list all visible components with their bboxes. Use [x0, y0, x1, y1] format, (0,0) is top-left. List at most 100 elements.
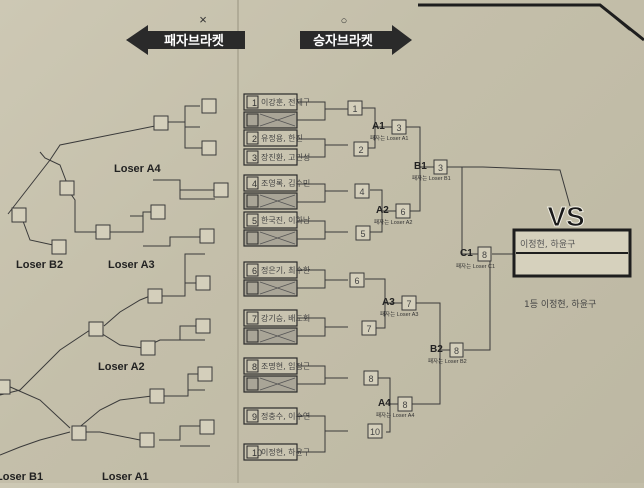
loser-slot	[195, 318, 211, 334]
entry-seed-box	[246, 213, 259, 227]
winner-r3-id: B1	[414, 161, 427, 172]
entry-row	[243, 375, 298, 393]
loser-slot	[153, 115, 169, 131]
winner-r2-id: A3	[382, 297, 395, 308]
winner-r1-value: 7	[366, 324, 371, 334]
entry-names: 강기승, 배도회	[261, 313, 310, 323]
winner-r1-slot: 2	[353, 141, 369, 157]
loser-bracket-boxes	[0, 98, 229, 448]
winner-r2-id: A2	[376, 205, 389, 216]
entry-names: 정은기, 최수한	[261, 265, 311, 275]
entry-names: 유정용, 한진	[261, 133, 303, 143]
final-result-note: 1등 이정현, 하윤구	[524, 299, 596, 310]
loser-slot	[195, 275, 211, 291]
loser-slot	[139, 432, 155, 448]
empty-cross	[259, 113, 296, 127]
entry-row	[243, 111, 298, 129]
entry-names: 조영록, 김수민	[261, 178, 310, 188]
winner-r2-note: 패자는 Loser A2	[374, 218, 412, 226]
loser-label-a3: Loser A3	[108, 259, 155, 271]
winner-r2-value: 3	[396, 123, 401, 133]
loser-label-b2: Loser B2	[16, 259, 63, 271]
vs-label: VS	[547, 201, 584, 232]
entry-seed-box	[246, 194, 259, 208]
winner-r2-box	[391, 119, 407, 135]
entry-row	[243, 327, 298, 345]
entry-box	[243, 211, 298, 229]
loser-slot	[149, 388, 165, 404]
winner-r1-box	[354, 183, 370, 199]
entry-seed-box	[246, 231, 259, 245]
loser-label-a1: Loser A1	[102, 471, 149, 483]
empty-cross	[259, 329, 296, 343]
entry-seed: 4	[252, 179, 257, 189]
entry-seed-box	[246, 445, 259, 459]
loser-slot	[140, 340, 156, 356]
final-match: VS 이정현, 하윤구 1등 이정현, 하윤구	[512, 201, 632, 310]
winner-r1-value: 5	[360, 229, 365, 239]
winner-r2-value: 8	[402, 400, 407, 410]
winner-r2-box	[397, 396, 413, 412]
loser-slot	[150, 204, 166, 220]
entry-seed: 8	[252, 362, 257, 372]
page-border-inner	[599, 4, 631, 31]
loser-slot	[147, 288, 163, 304]
winner-r1-box	[361, 320, 377, 336]
entry-row	[243, 279, 298, 297]
loser-bracket-arrow: 패자브라켓	[126, 25, 245, 55]
entry-seed-box	[246, 95, 259, 109]
winner-r2-note: 패자는 Loser A4	[376, 411, 414, 419]
entry-box	[243, 174, 298, 192]
entry-box	[243, 129, 298, 147]
entry-seed: 9	[252, 412, 257, 422]
empty-cross	[259, 281, 296, 295]
loser-slot	[199, 419, 215, 435]
entry-seed-box	[246, 329, 259, 343]
winner-r1-box	[363, 370, 379, 386]
bracket-lines	[0, 101, 571, 456]
winner-r4-value: 8	[482, 250, 487, 260]
empty-cross	[259, 377, 296, 391]
loser-slot	[51, 239, 67, 255]
entry-seed: 7	[252, 314, 257, 324]
entry-seed: 5	[252, 216, 257, 226]
entry-seed-box	[246, 409, 259, 423]
winner-r2-id: A1	[372, 121, 385, 132]
loser-slot	[71, 425, 87, 441]
winner-r2-value: 6	[400, 207, 405, 217]
winner-r3-note: 패자는 Loser B2	[428, 357, 467, 365]
page-border	[418, 3, 644, 42]
entry-row: 6 정은기, 최수한	[243, 261, 311, 279]
entry-seed-box	[246, 131, 259, 145]
winner-r4-box	[477, 246, 492, 262]
winner-r1-value: 10	[370, 427, 380, 437]
entry-seed-box	[246, 377, 259, 391]
entry-seed: 10	[252, 448, 262, 458]
loser-slot	[11, 207, 27, 223]
winner-r3-id: B2	[430, 344, 443, 355]
entry-seed: 6	[252, 266, 257, 276]
final-slot-1: 이정현, 하윤구	[520, 239, 575, 250]
loser-bracket-label: 패자브라켓	[164, 33, 224, 48]
entry-names: 한국진, 이화남	[261, 215, 311, 225]
winner-r1-slot: 10	[367, 423, 383, 439]
entry-seed-box	[246, 263, 259, 277]
winner-r1-value: 4	[359, 187, 364, 197]
empty-cross	[259, 194, 296, 208]
loser-mark: ×	[199, 12, 207, 27]
entry-row: 5 한국진, 이화남	[243, 211, 311, 229]
